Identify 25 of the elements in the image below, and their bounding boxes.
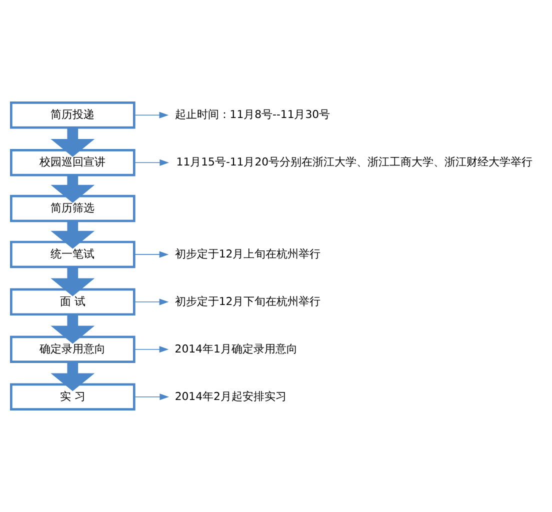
node-text: 2014年2月起安排实习 <box>174 390 286 403</box>
arrow <box>134 112 169 118</box>
node-box: 确定录用意向 <box>10 336 136 364</box>
arrow <box>134 394 170 400</box>
node-box: 统一笔试 <box>10 240 136 268</box>
arrow <box>50 314 95 344</box>
arrow <box>50 128 95 157</box>
node-text: 起止时间：11月8号--11月30号 <box>174 108 330 122</box>
node-text: 初步定于12月上旬在杭州举行 <box>174 247 321 260</box>
node-text: 2014年1月确定录用意向 <box>174 342 298 356</box>
arrow <box>50 221 95 249</box>
node-box: 面 试 <box>10 288 136 316</box>
node-box: 简历投递 <box>10 102 136 129</box>
arrow <box>134 298 169 306</box>
arrow <box>50 175 95 203</box>
node-text: 11月15号-11月20号分别在浙江大学、浙江工商大学、浙江财经大学举行 <box>176 155 533 168</box>
arrow <box>134 346 169 353</box>
arrow <box>50 362 95 392</box>
node-box: 校园巡回宣讲 <box>10 148 136 176</box>
node-box: 简历筛选 <box>10 194 136 222</box>
arrow <box>134 251 169 258</box>
node-box: 实 习 <box>10 383 136 410</box>
arrow <box>134 159 170 166</box>
arrow <box>50 267 95 296</box>
node-text: 初步定于12月下旬在杭州举行 <box>174 294 321 308</box>
